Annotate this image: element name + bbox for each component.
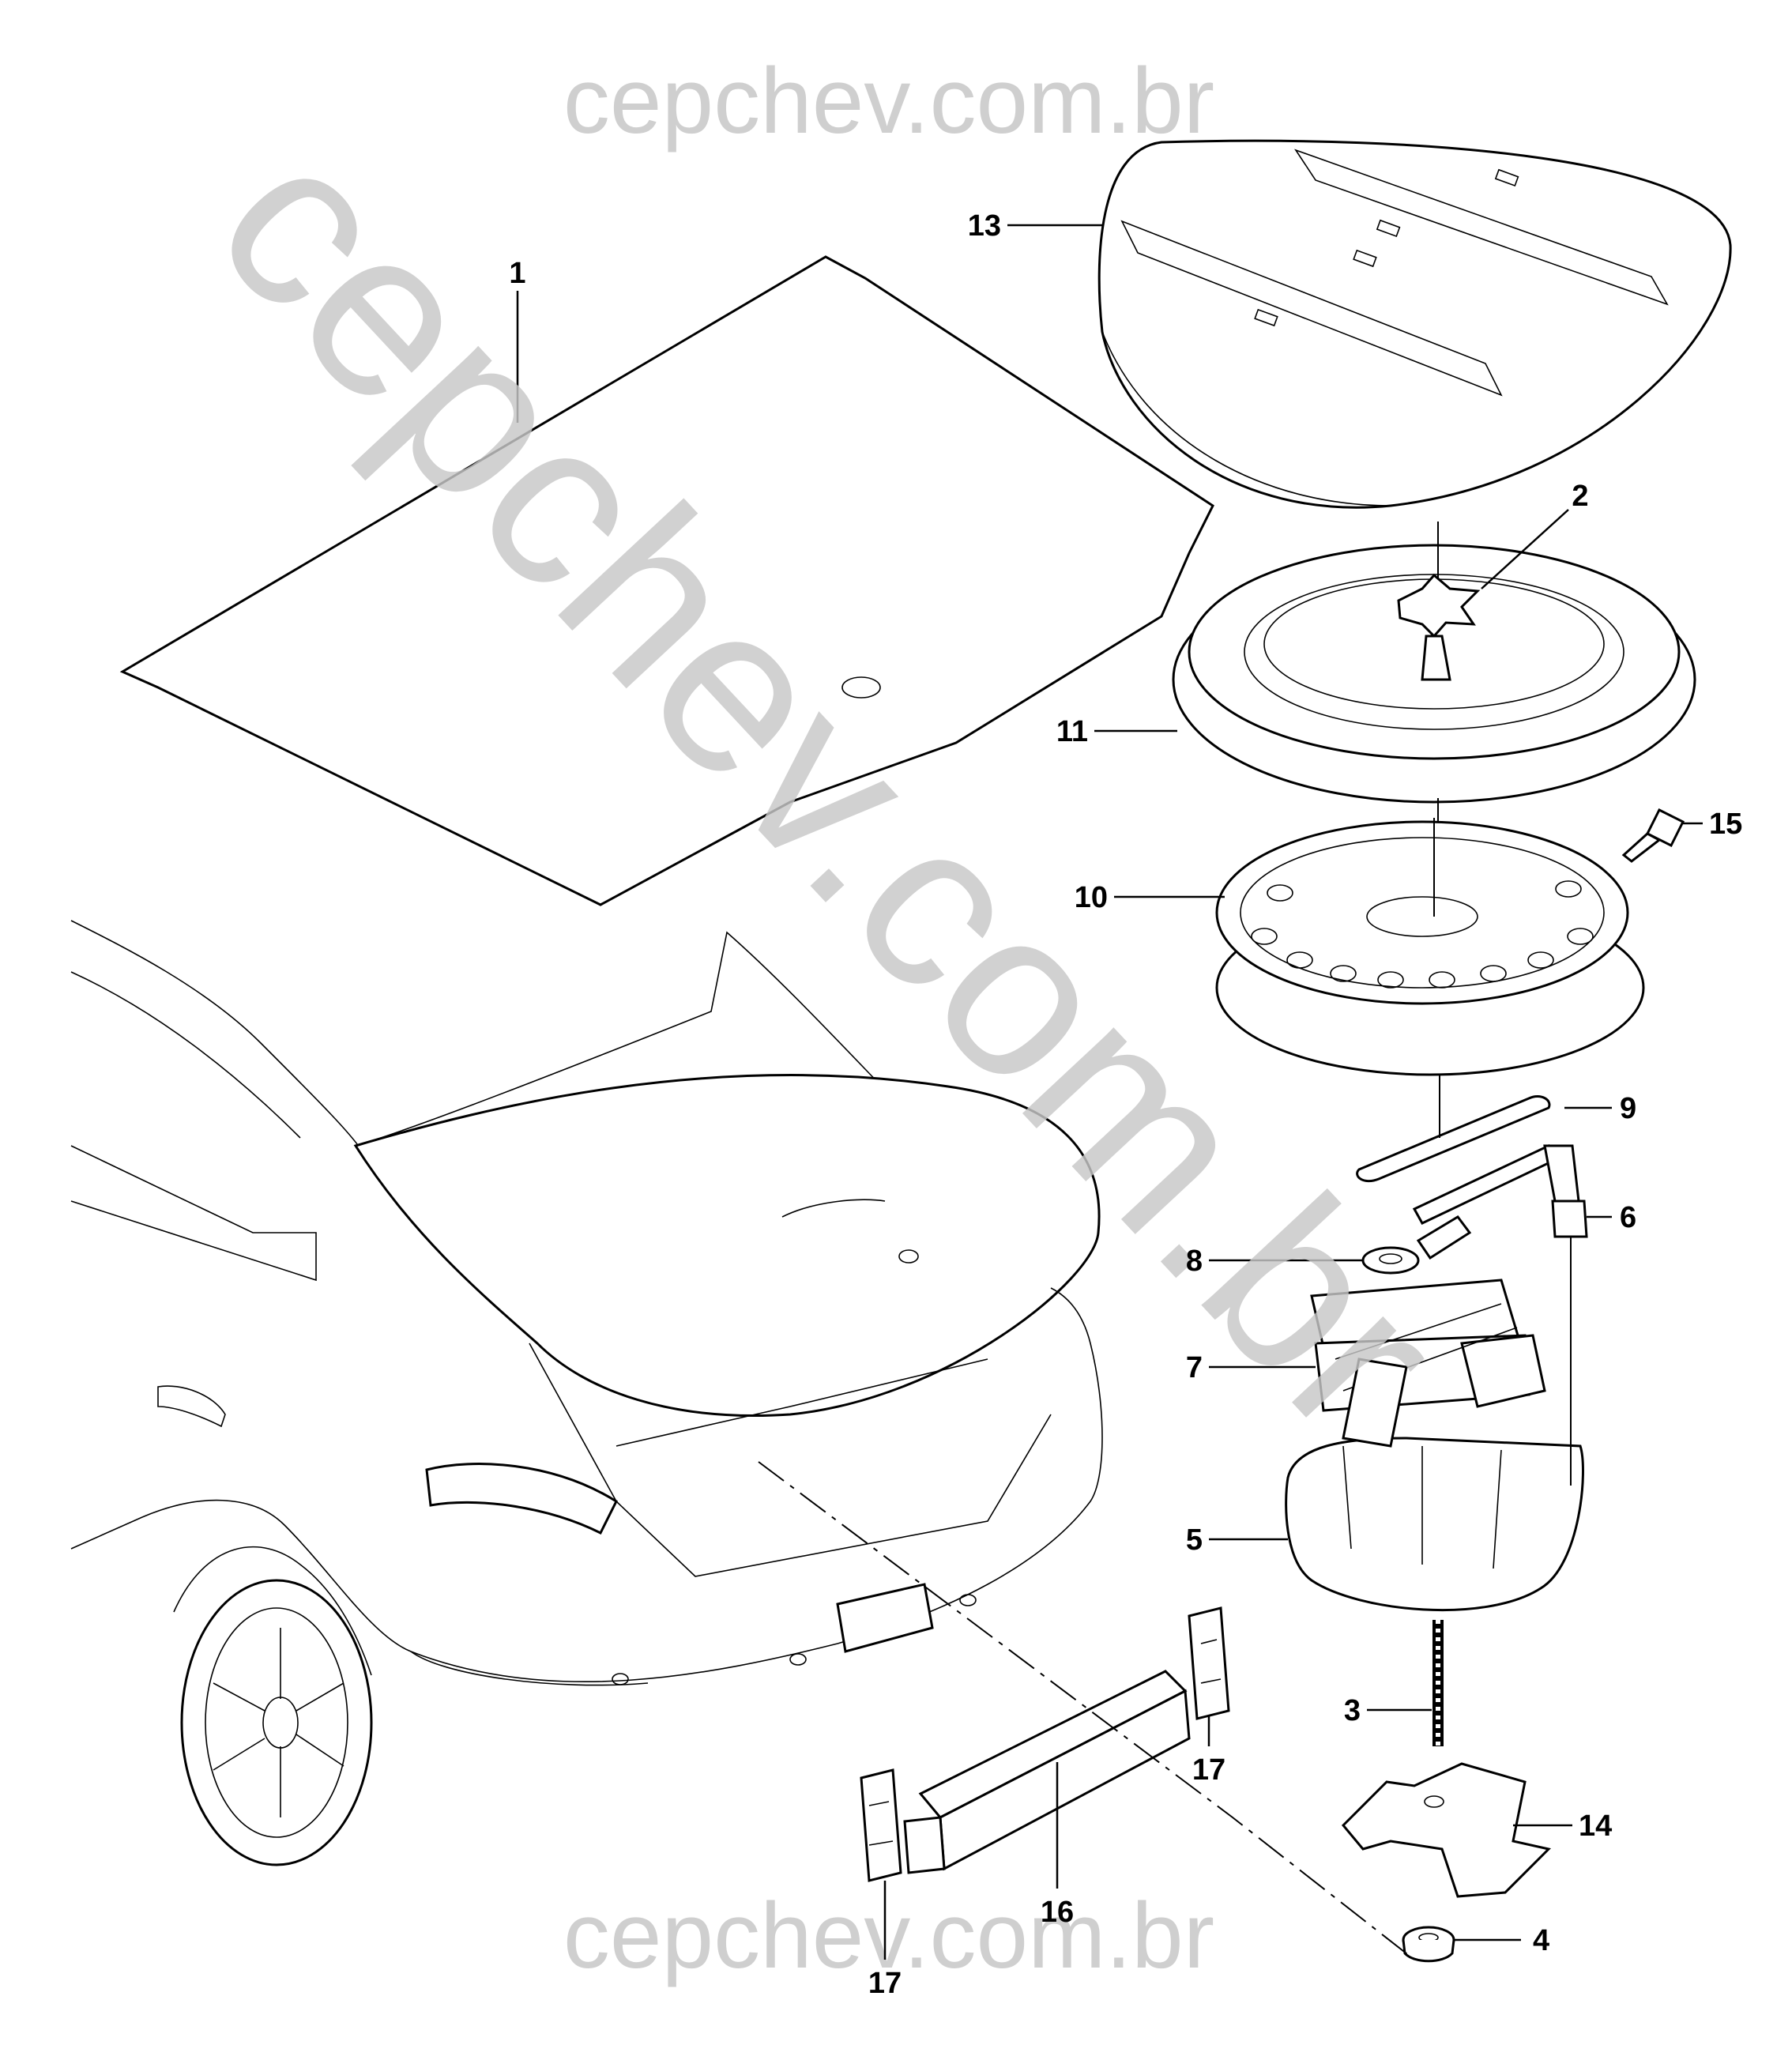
callout-1: 1 (509, 257, 525, 290)
part-15-valve-stem (1621, 808, 1685, 863)
callout-10: 10 (1075, 881, 1108, 914)
part-2-wing-nut (1397, 522, 1481, 681)
callout-3: 3 (1344, 1694, 1361, 1727)
callout-17-upper: 17 (1192, 1753, 1225, 1787)
callout-11: 11 (1056, 715, 1088, 748)
part-6-l-wrench (1412, 1143, 1588, 1238)
callout-5: 5 (1186, 1523, 1203, 1557)
callout-14: 14 (1579, 1810, 1612, 1843)
leader-lines (516, 224, 1703, 1960)
callout-labels: 1 2 3 4 5 6 7 8 9 10 11 13 14 15 16 17 1… (509, 209, 1742, 2000)
callout-15: 15 (1709, 808, 1742, 841)
part-5-jack-tray (1285, 1358, 1584, 1612)
callout-16: 16 (1041, 1896, 1074, 1929)
vehicle-rear-quarter (70, 920, 1103, 1866)
part-4-nut (1402, 1926, 1455, 1963)
watermark-top: cepchev.com.br (563, 49, 1214, 153)
callout-17-lower: 17 (868, 1967, 902, 2000)
callout-4: 4 (1533, 1924, 1549, 1957)
part-8-jack-handle (1361, 1215, 1472, 1275)
callout-9: 9 (1620, 1092, 1636, 1125)
callout-13: 13 (968, 209, 1001, 243)
part-16-foam-block (903, 1670, 1191, 1874)
part-13-spare-cover (1097, 139, 1732, 509)
part-14-bracket (1341, 1762, 1551, 1898)
part-9-wrench-bar (1356, 1095, 1551, 1183)
part-1-trunk-carpet (119, 255, 1214, 906)
callout-7: 7 (1186, 1351, 1203, 1384)
callout-8: 8 (1186, 1245, 1203, 1278)
part-17-foam-block-lower (860, 1768, 902, 1882)
callout-2: 2 (1572, 480, 1588, 513)
watermark-bottom: cepchev.com.br (563, 1884, 1214, 1988)
part-10-wheel-rim (1215, 818, 1645, 1076)
callout-6: 6 (1620, 1201, 1636, 1234)
part-17-foam-block-upper (1188, 1606, 1230, 1720)
